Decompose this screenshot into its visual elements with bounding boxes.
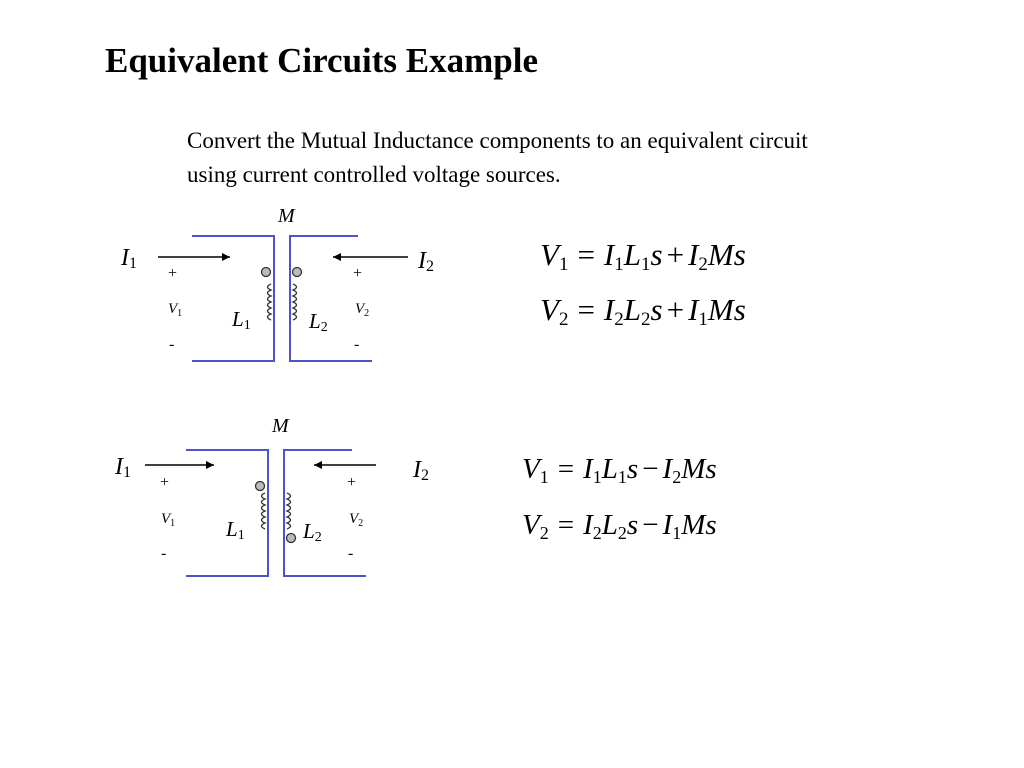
circuit-1-label-i2: I2 [417,248,434,275]
circuit-1-plus-2: + [353,265,362,282]
circuit-2-plus-2: + [347,474,356,491]
circuit-2-left-wire [186,449,269,577]
circuit-2-coil-l1 [260,492,267,530]
circuit-2-coils [260,492,292,530]
circuit-2-label-i1: I1 [114,454,131,481]
circuit-1-minus-2: - [354,336,359,353]
equation-set-2-eq-2: V2=I2L2s−I1Ms [522,509,717,543]
slide-title: Equivalent Circuits Example [105,41,539,80]
circuit-2-label-l1: L1 [225,517,245,543]
circuit-1-dot-l1 [260,266,272,278]
circuit-2-minus-1: - [161,545,166,562]
equation-set-1-eq-2: V2=I2L2s+I1Ms [540,292,746,330]
circuit-1-minus-1: - [169,336,174,353]
circuit-2-label-v1: V1 [161,511,175,529]
circuit-1-label-l2: L2 [308,309,328,335]
circuit-2-dot-l2 [285,532,297,544]
circuit-1-label-m: M [277,205,296,227]
circuit-2: M I1 I2 + V1 - + V2 - L1 L2 [114,415,429,577]
circuit-1: M I1 I2 + V1 - + V2 - L1 L2 [120,205,434,362]
circuit-2-right-wire [283,449,366,577]
circuit-1-plus-1: + [168,265,177,282]
circuit-2-dot-l1 [254,480,266,492]
intro-line-2: using current controlled voltage sources… [187,162,561,187]
equation-set-1-eq-1: V1=I1L1s+I2Ms [540,237,746,275]
circuit-1-coils [266,283,298,321]
circuit-2-label-l2: L2 [302,519,322,545]
circuit-1-right-wire [289,235,372,362]
circuit-2-minus-2: - [348,545,353,562]
circuit-1-coil-l2 [291,283,298,321]
intro-text: Convert the Mutual Inductance components… [187,124,987,192]
circuit-2-label-i2: I2 [412,457,429,484]
intro-line-1: Convert the Mutual Inductance components… [187,128,808,153]
circuit-2-coil-l2 [285,492,292,530]
circuit-2-label-m: M [271,415,290,437]
circuit-2-plus-1: + [160,474,169,491]
circuit-1-label-i1: I1 [120,245,137,272]
circuit-1-dot-l2 [291,266,303,278]
circuit-1-label-l1: L1 [231,307,251,333]
circuit-2-wires [186,449,366,577]
circuit-1-left-wire [192,235,275,362]
circuit-1-label-v1: V1 [168,301,182,319]
equation-set-2-eq-1: V1=I1L1s−I2Ms [522,453,717,487]
circuit-1-coil-l1 [266,283,273,321]
circuit-1-label-v2: V2 [355,301,369,319]
circuit-2-label-v2: V2 [349,511,363,529]
circuit-1-wires [192,235,372,362]
